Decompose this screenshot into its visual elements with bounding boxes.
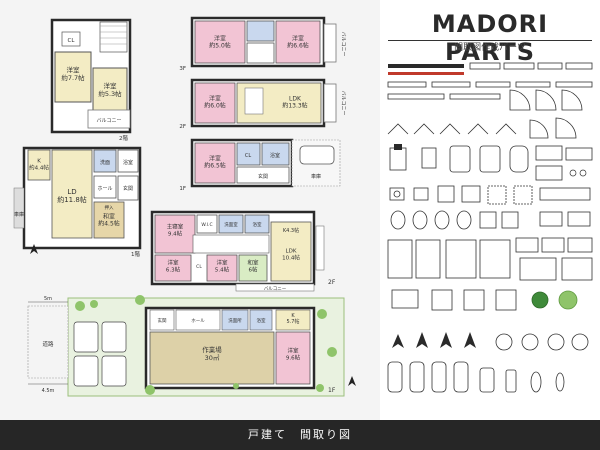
room-label-c-cl: CL xyxy=(196,264,202,270)
vehicle-parts xyxy=(387,361,565,393)
room-label-c-balc: バルコニー xyxy=(264,286,287,292)
room-label-a-garage: 車庫 xyxy=(14,211,24,218)
floor-label-c-2: 2F xyxy=(328,279,336,286)
room-label-a-cl: CL xyxy=(68,38,76,44)
dim-label-5m: 5m xyxy=(44,296,52,302)
dim-label-45m: 4.5m xyxy=(42,388,55,394)
room-label-b-bath: 浴室 xyxy=(270,152,280,159)
house-b-3f: 洋室約5.0帖 洋室約6.6帖 バルコニー 3F xyxy=(179,16,346,72)
room-label-d-bath: 浴室 xyxy=(257,317,266,324)
table-parts xyxy=(391,289,578,311)
fixture-parts xyxy=(389,144,593,181)
page-title: MADORI PARTS xyxy=(431,10,549,66)
room-label-c-wash: 洗面室 xyxy=(224,221,238,228)
room-label-d-entrance: 玄関 xyxy=(158,317,167,324)
room-label-b-balc2: バルコニー xyxy=(340,91,346,116)
room-label-a-entrance: 玄関 xyxy=(123,185,133,192)
room-label-b-entrance: 玄関 xyxy=(258,173,268,180)
compass-parts xyxy=(392,332,589,351)
room-label-a-japanese: 和室約4.5帖 xyxy=(98,212,120,227)
sink-parts xyxy=(389,185,591,205)
room-label-b-cl: CL xyxy=(245,153,251,159)
footer-caption: 戸建て 間取り図 xyxy=(248,428,352,441)
floor-label-d-1: 1F xyxy=(328,387,336,394)
room-label-a-balcony: バルコニー xyxy=(97,118,122,124)
title-divider xyxy=(388,40,592,41)
room-label-c-wic: W.I.C xyxy=(201,222,212,228)
room-label-b-garage: 車庫 xyxy=(311,173,321,180)
toilet-parts xyxy=(390,210,591,230)
room-label-b-r3: 洋室約6.0帖 xyxy=(204,94,226,109)
floor-label-a-1: 1階 xyxy=(131,250,140,258)
room-label-c-bath: 浴室 xyxy=(253,221,262,228)
room-label-d-wash: 洗面所 xyxy=(228,317,242,324)
parts-panel: MADORI PARTS 間取図作成パーツ xyxy=(380,0,600,420)
room-label-b-balc3: バルコニー xyxy=(340,32,346,57)
room-label-a-wash: 洗面 xyxy=(100,159,110,166)
room-label-a-western-53: 洋室約5.3帖 xyxy=(98,81,122,98)
door-parts xyxy=(387,89,583,139)
room-label-a-hall: ホール xyxy=(97,186,112,192)
floor-label-b-2: 2F xyxy=(179,124,186,130)
floor-label-a-2: 2階 xyxy=(119,134,128,142)
room-label-c-k: K4.3帖 xyxy=(283,227,299,234)
floor-label-b-3: 3F xyxy=(179,66,186,72)
wall-parts xyxy=(387,62,593,100)
room-label-a-storage: 押入 xyxy=(105,204,114,211)
room-label-d-hall: ホール xyxy=(191,318,205,324)
bed-parts xyxy=(387,237,593,281)
road-label: 道路 xyxy=(42,340,54,348)
room-label-b-r4: 洋室約6.5帖 xyxy=(204,154,226,169)
parts-catalog xyxy=(387,62,593,393)
footer-bar: 戸建て 間取り図 xyxy=(0,420,600,450)
room-label-a-bath: 浴室 xyxy=(123,159,133,166)
room-label-a-western-77: 洋室約7.7帖 xyxy=(61,65,85,82)
house-b-1f: 洋室約6.5帖 浴室 CL 玄関 車庫 1F xyxy=(179,138,341,192)
room-label-b-r1: 洋室約5.0帖 xyxy=(209,34,231,49)
floor-label-b-1: 1F xyxy=(179,186,186,192)
page-subtitle: 間取図作成パーツ xyxy=(454,43,526,53)
room-label-b-r2: 洋室約6.6帖 xyxy=(287,34,309,49)
house-a-2f: 洋室約7.7帖 洋室約5.3帖 CL バルコニー 2階 xyxy=(50,18,132,142)
